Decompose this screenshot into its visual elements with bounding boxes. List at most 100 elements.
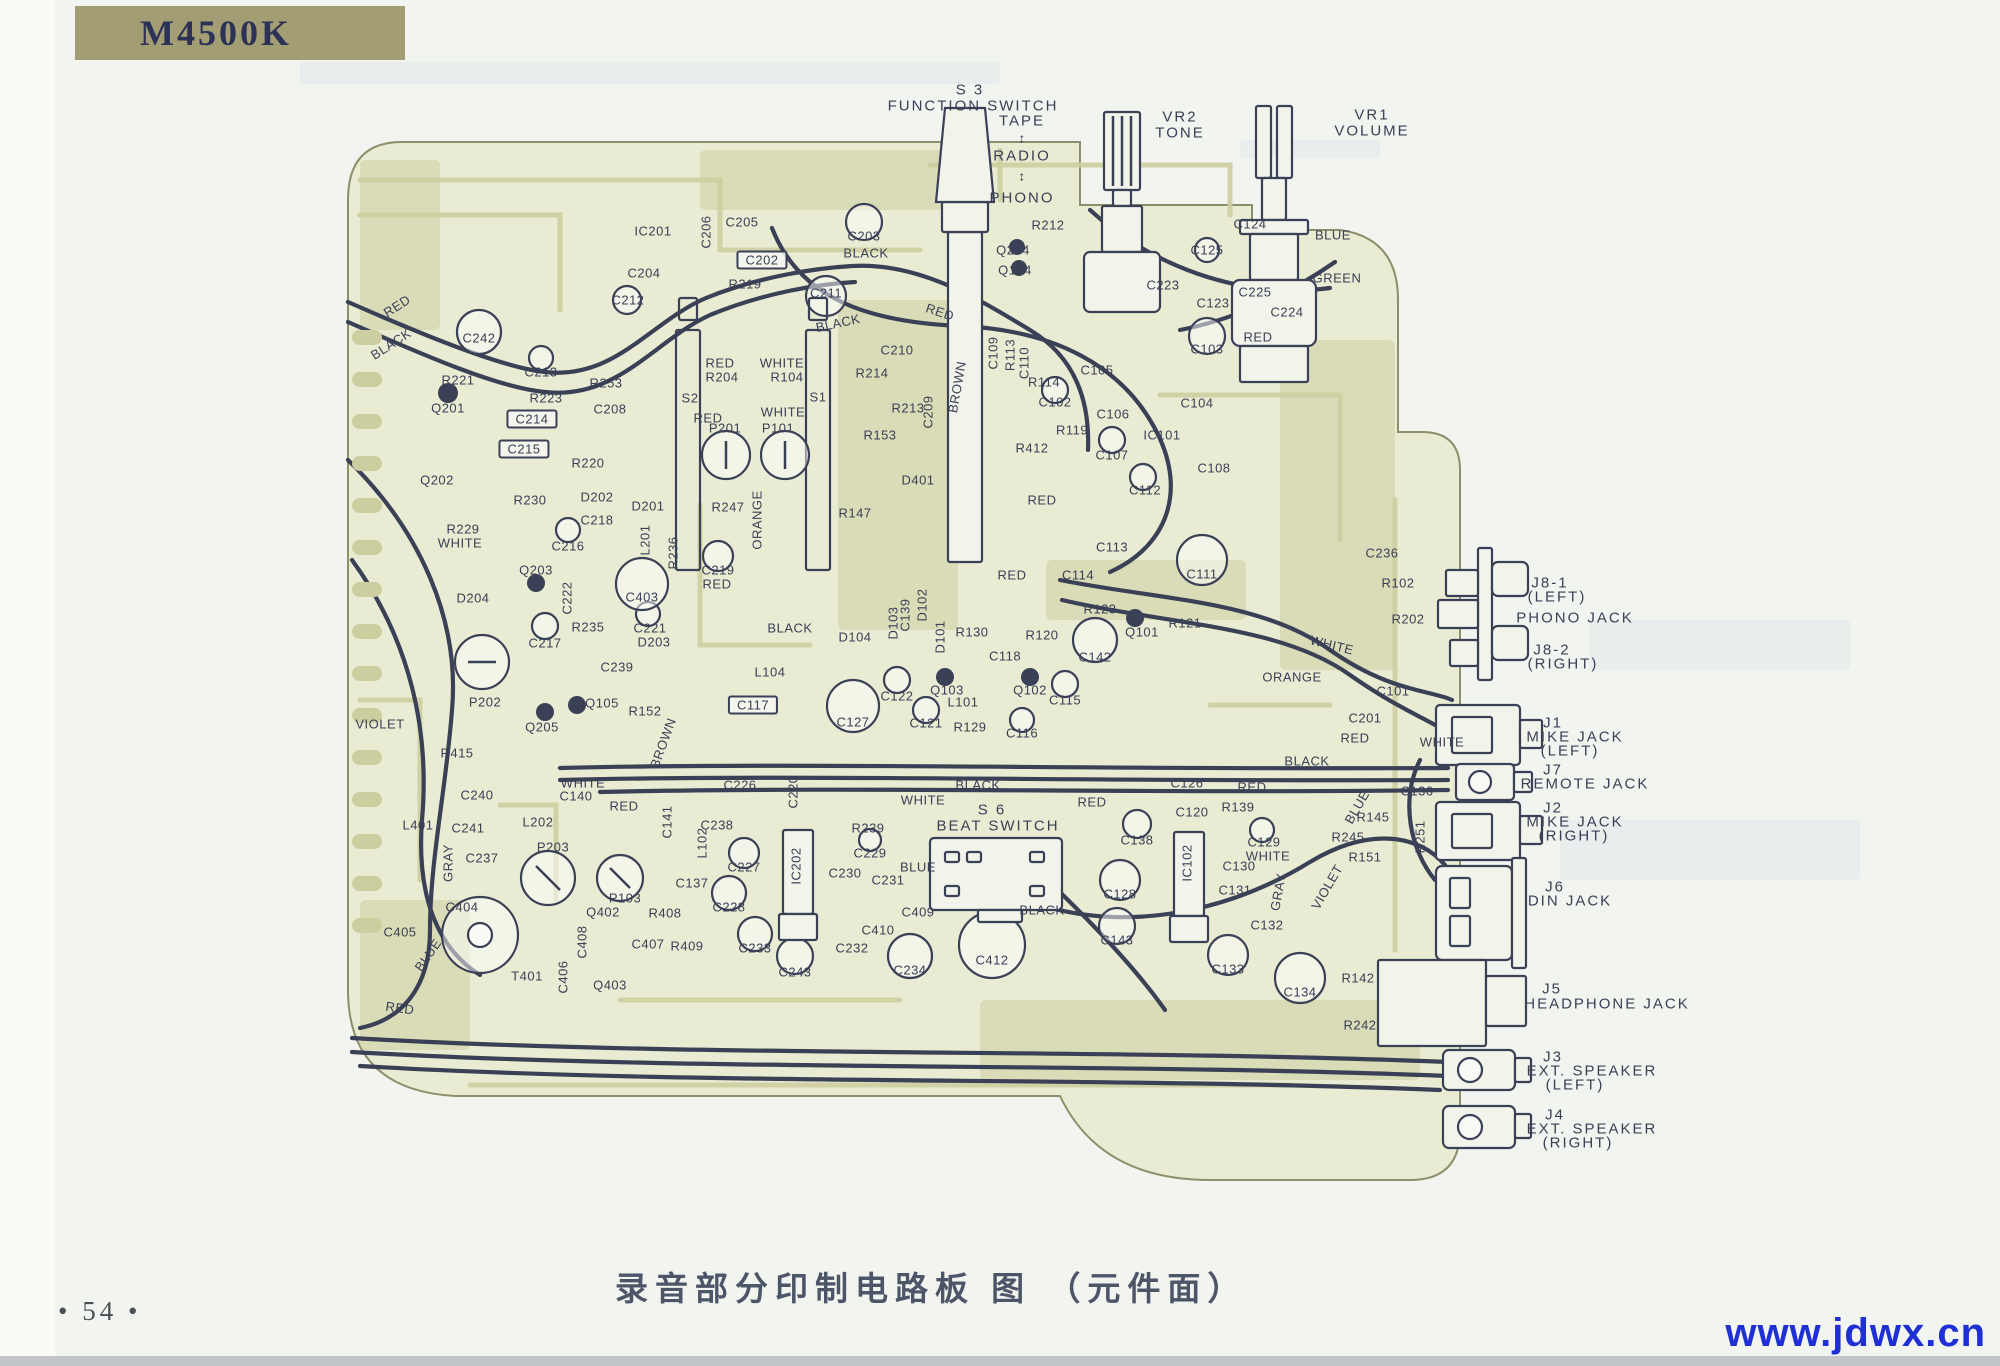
component-outline [1260, 176, 1288, 222]
detail-line [535, 865, 561, 891]
scan-edge-bottom [0, 1356, 2000, 1366]
hookup-wire [349, 1035, 1451, 1065]
hookup-wire [597, 787, 1451, 795]
edge-connector-pad [352, 708, 382, 723]
model-banner: M4500K [75, 6, 405, 60]
component-outline [1436, 598, 1480, 630]
component-outline [1376, 958, 1488, 1048]
edge-connector-pad [352, 330, 382, 345]
component-outline [1518, 718, 1544, 750]
hookup-wire [349, 1049, 1451, 1079]
component-outline [1100, 204, 1144, 254]
copper-area [838, 300, 958, 630]
copper-area [980, 1000, 1420, 1080]
component-outline [1168, 914, 1210, 944]
component-outline [807, 296, 829, 322]
hookup-wire [345, 263, 1091, 453]
component-outline [976, 908, 1024, 924]
watermark-url: www.jdwx.cn [1725, 1311, 1986, 1355]
page-number: • 54 • [58, 1296, 142, 1326]
knob-outline [934, 106, 996, 204]
component-outline [1028, 884, 1046, 898]
component-outline [1467, 769, 1493, 795]
scan-edge-strip [0, 0, 55, 1366]
copper-trace [357, 177, 923, 253]
component-outline [1513, 1056, 1533, 1084]
component-outline [943, 884, 961, 898]
print-bleed-ghost [1590, 620, 1850, 670]
hookup-wire [357, 1063, 1443, 1093]
copper-trace [1157, 392, 1343, 543]
component-outline [701, 539, 735, 573]
component-outline [710, 874, 748, 912]
component-outline [677, 296, 699, 322]
edge-connector-pad [352, 876, 382, 891]
transistor-body [1021, 668, 1039, 686]
component-outline [1028, 850, 1046, 864]
component-outline [844, 202, 884, 242]
figure-caption: 录音部分印制电路板 图 （元件面） [615, 1270, 1248, 1307]
component-outline [825, 678, 881, 734]
component-outline [1273, 951, 1327, 1005]
component-outline [1512, 770, 1534, 794]
transistor-body [438, 383, 458, 403]
edge-connector-pad [352, 834, 382, 849]
component-outline [1128, 462, 1158, 492]
component-outline [1275, 104, 1294, 180]
edge-connector-pad [352, 414, 382, 429]
component-outline [928, 836, 1064, 912]
component-outline [1230, 278, 1318, 348]
edge-connector-pad [352, 372, 382, 387]
component-outline [1434, 864, 1514, 962]
component-outline [1111, 188, 1133, 208]
component-outline [1172, 830, 1206, 918]
component-outline [777, 912, 819, 942]
hookup-wire [1057, 577, 1455, 703]
component-outline [1187, 316, 1227, 356]
hookup-wire [557, 775, 1451, 783]
component-outline [1193, 236, 1221, 264]
edge-connector-pad [352, 498, 382, 513]
component-outline [1098, 858, 1142, 902]
component-outline [1040, 375, 1070, 405]
component-outline [882, 665, 912, 695]
detail-line [609, 867, 631, 889]
transistor-body [568, 696, 586, 714]
component-outline [1097, 906, 1137, 946]
component-outline [940, 200, 990, 234]
print-bleed-ghost [1240, 140, 1380, 158]
component-outline [1510, 856, 1528, 970]
component-outline [1121, 808, 1153, 840]
print-bleed-ghost [1560, 820, 1860, 880]
component-outline [1490, 560, 1530, 598]
component-outline [1248, 232, 1300, 282]
print-bleed-ghost [300, 62, 1000, 84]
copper-trace [357, 212, 563, 313]
component-outline [466, 921, 494, 949]
component-outline [611, 284, 643, 316]
component-outline [1082, 250, 1162, 314]
component-outline [1456, 1113, 1484, 1141]
component-outline [1450, 812, 1494, 850]
transistor-body [1009, 239, 1025, 255]
transistor-body [536, 703, 554, 721]
copper-trace [927, 162, 1233, 218]
component-outline [886, 932, 934, 980]
component-outline [1434, 800, 1522, 862]
component-outline [1434, 703, 1522, 767]
transistor-body [1011, 260, 1027, 276]
transistor-body [1126, 609, 1144, 627]
component-outline [455, 308, 503, 356]
component-outline [1254, 104, 1273, 180]
component-outline [1448, 914, 1472, 948]
copper-area [360, 160, 440, 330]
edge-connector-pad [352, 666, 382, 681]
component-outline [527, 344, 555, 372]
transistor-body [527, 574, 545, 592]
hookup-wire [345, 457, 456, 1031]
hookup-wire [1407, 757, 1438, 883]
component-outline [736, 915, 774, 953]
component-outline [1444, 568, 1480, 598]
